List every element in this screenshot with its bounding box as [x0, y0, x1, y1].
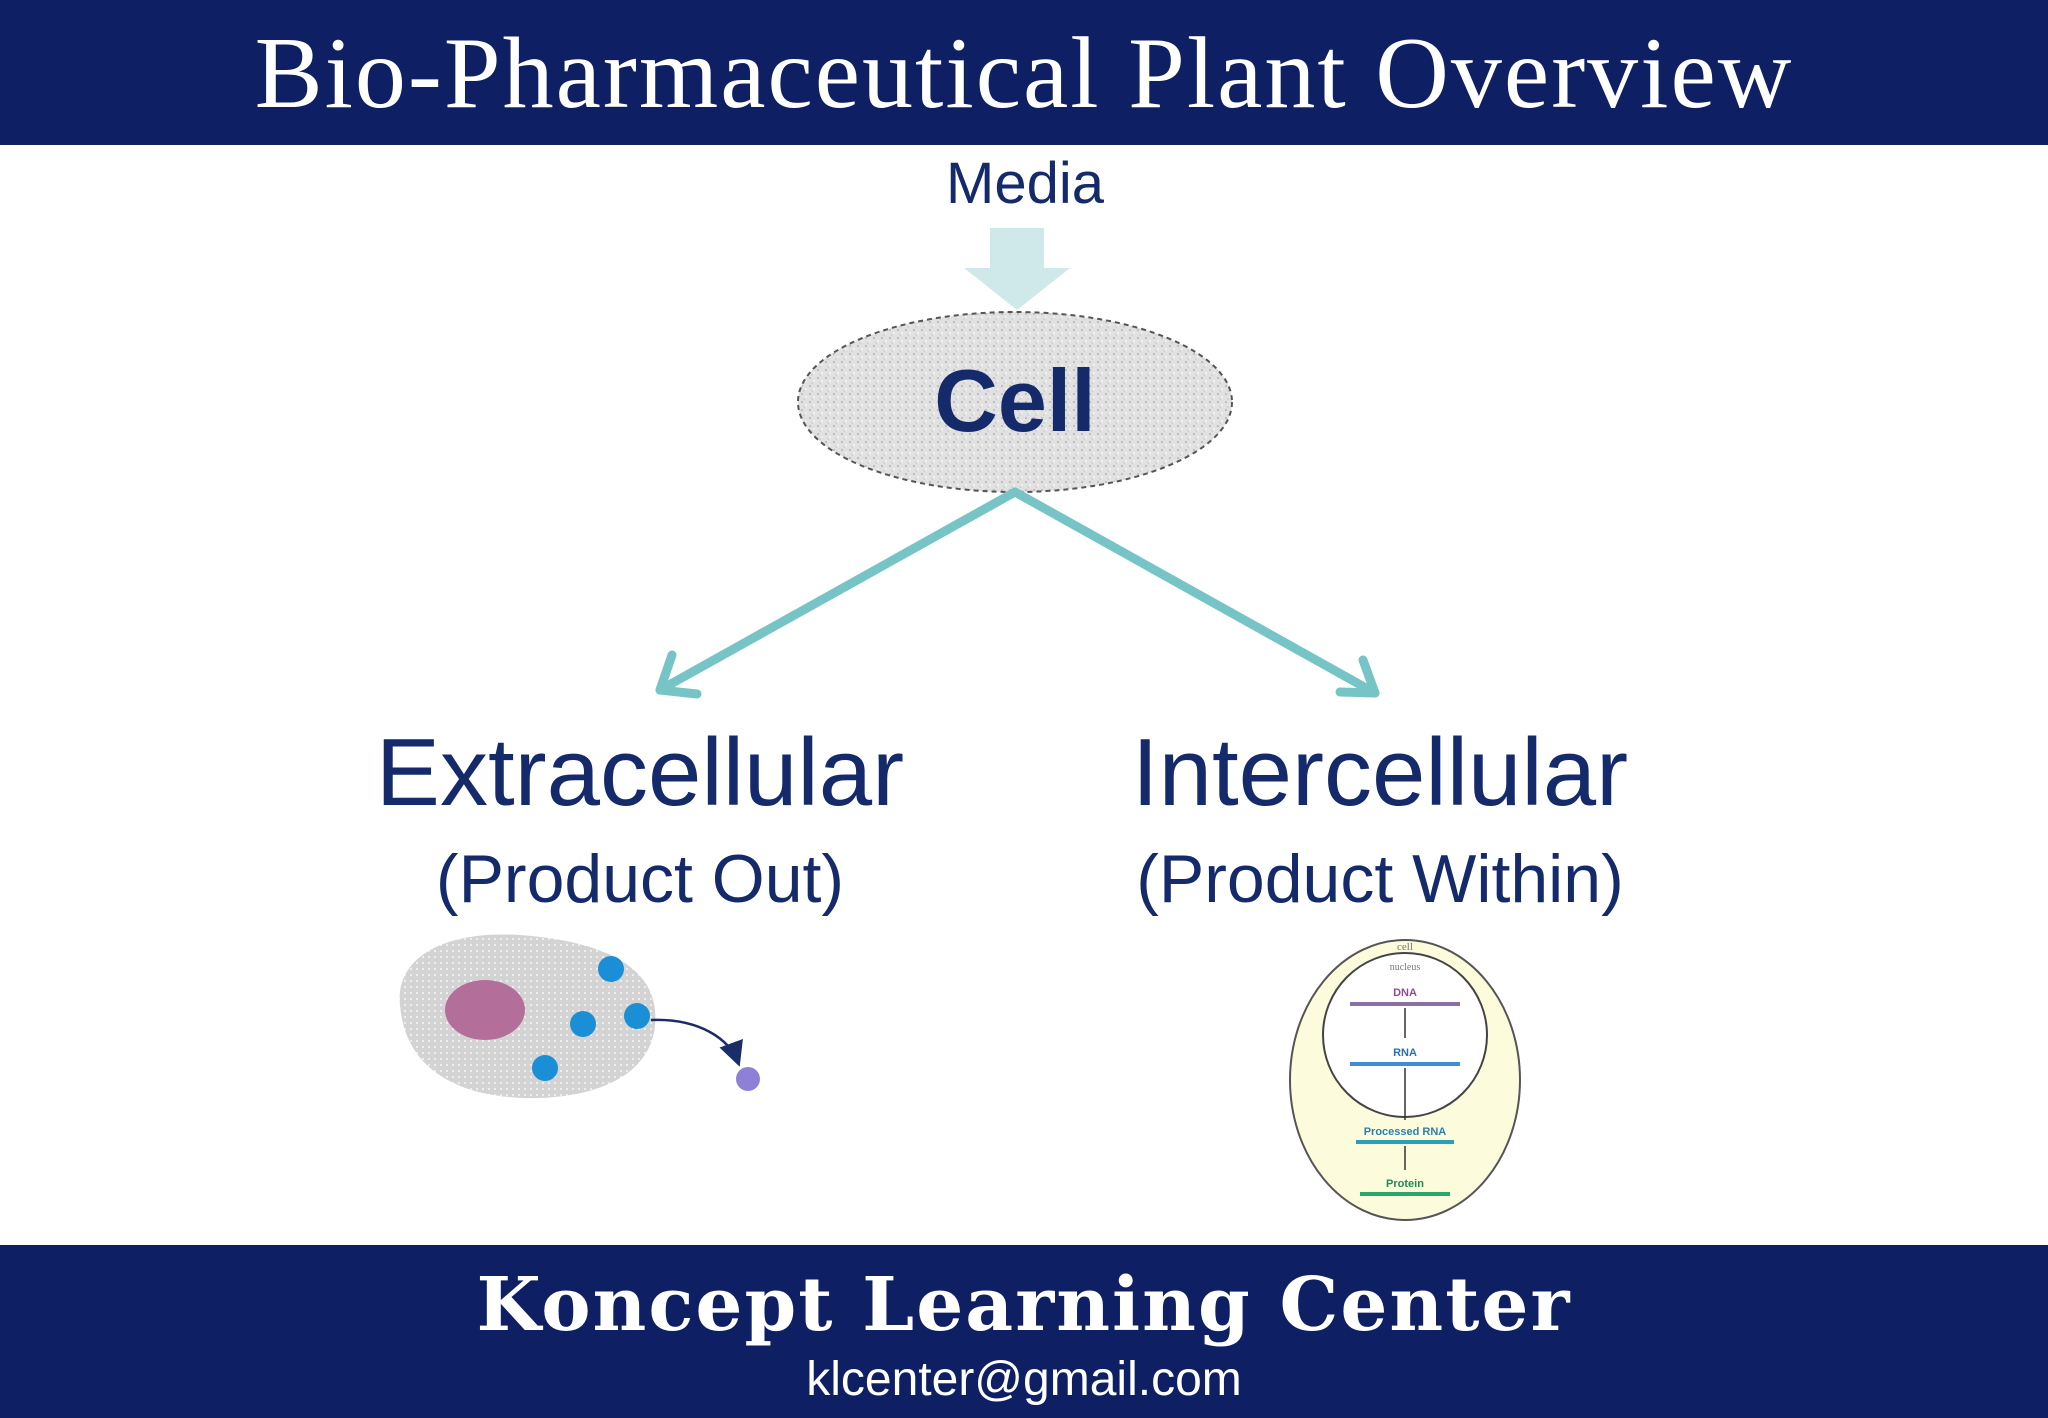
inset-protein-label: Protein	[1386, 1178, 1424, 1190]
extracellular-cell-illustration	[399, 934, 760, 1099]
extracellular-subtitle: (Product Out)	[435, 841, 845, 917]
branch-arrows	[655, 487, 1380, 699]
footer-org-name: Koncept Learning Center	[476, 1262, 1572, 1348]
intercellular-cell-illustration: cell nucleus DNA RNA Processed RNA Prote…	[1289, 939, 1521, 1221]
media-arrow	[964, 228, 1070, 310]
inset-dna-label: DNA	[1393, 987, 1417, 999]
footer-email: klcenter@gmail.com	[806, 1353, 1242, 1406]
inset-processed-rna-label: Processed RNA	[1364, 1126, 1447, 1138]
intercellular-label: Intercellular	[1131, 719, 1629, 826]
title-bar	[0, 0, 2048, 145]
extracellular-label: Extracellular	[375, 719, 905, 826]
inset-nucleus-label: nucleus	[1390, 962, 1421, 973]
cell-ellipse	[797, 311, 1233, 493]
media-label: Media	[946, 151, 1104, 216]
inset-cell-label: cell	[1397, 941, 1413, 953]
intercellular-subtitle: (Product Within)	[1136, 841, 1624, 917]
inset-rna-label: RNA	[1393, 1047, 1417, 1059]
cell-label: Cell	[934, 351, 1096, 450]
footer-bar	[0, 1245, 2048, 1418]
page-title: Bio-Pharmaceutical Plant Overview	[254, 17, 1794, 130]
